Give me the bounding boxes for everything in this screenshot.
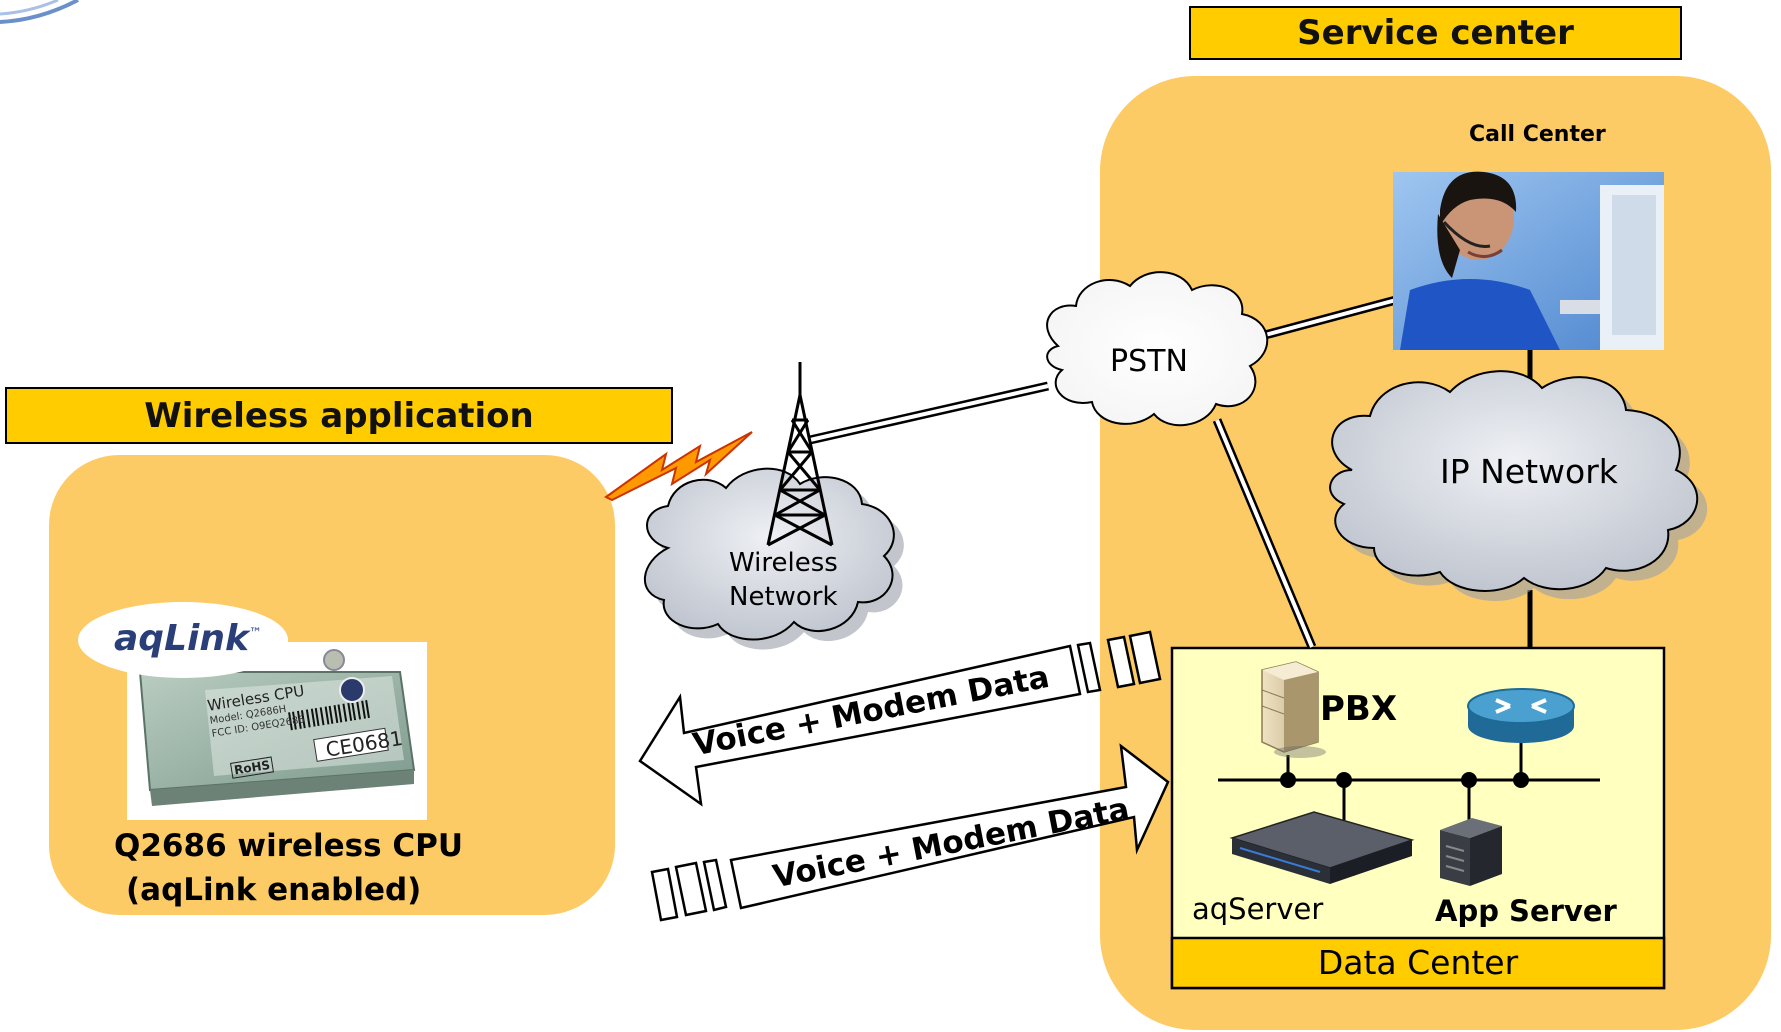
lan-junction-dots: [1280, 772, 1529, 788]
wireless-network-label-line2: Network: [729, 582, 838, 612]
pstn-label: PSTN: [1110, 344, 1188, 379]
wireless-application-title: Wireless application: [5, 387, 673, 444]
aqserver-label: aqServer: [1192, 892, 1324, 926]
aqserver-icon: [1229, 811, 1415, 884]
radio-tower-icon: [766, 362, 834, 547]
incoming-arrow-shape: [638, 644, 1082, 807]
data-center-title: Data Center: [1317, 943, 1519, 982]
outgoing-arrow-shape: [729, 743, 1170, 910]
device-caption-line1: Q2686 wireless CPU: [114, 828, 463, 864]
lightning-bolt-icon: [604, 431, 753, 502]
router-icon: [1467, 688, 1575, 743]
app-server-label: App Server: [1435, 894, 1617, 928]
pstn-datacenter-link: [1212, 418, 1317, 649]
call-center-label: Call Center: [1469, 122, 1606, 147]
aqlink-trademark: ™: [248, 626, 262, 641]
wireless-network-label-line1: Wireless: [729, 548, 838, 578]
corner-logo-arc-inner: [0, 0, 59, 16]
corner-logo-arc: [0, 0, 79, 24]
wireless-cpu-chip: [138, 649, 416, 806]
pstn-callcenter-link: [1263, 295, 1398, 340]
aqlink-logo: aqLink™: [114, 618, 262, 659]
incoming-arrow-tail: [1076, 630, 1162, 694]
service-center-title: Service center: [1189, 6, 1682, 60]
ip-network-cloud: [1329, 370, 1699, 592]
ip-network-label: IP Network: [1440, 452, 1618, 491]
tower-pstn-link: [809, 381, 1049, 445]
aqlink-logo-text: aqLink: [114, 618, 249, 659]
pbx-icon: [1261, 661, 1326, 758]
pbx-label: PBX: [1320, 689, 1398, 729]
outgoing-arrow-tail: [650, 858, 728, 922]
wireless-network-cloud: [644, 467, 895, 641]
data-center-title-bar: [1170, 936, 1666, 990]
data-center-box: [1170, 646, 1666, 990]
call-center-photo: [1393, 171, 1664, 350]
aqlink-bubble: [78, 602, 288, 678]
pstn-cloud: [1046, 271, 1269, 427]
device-caption-line2: (aqLink enabled): [126, 872, 422, 908]
app-server-icon: [1440, 818, 1502, 886]
